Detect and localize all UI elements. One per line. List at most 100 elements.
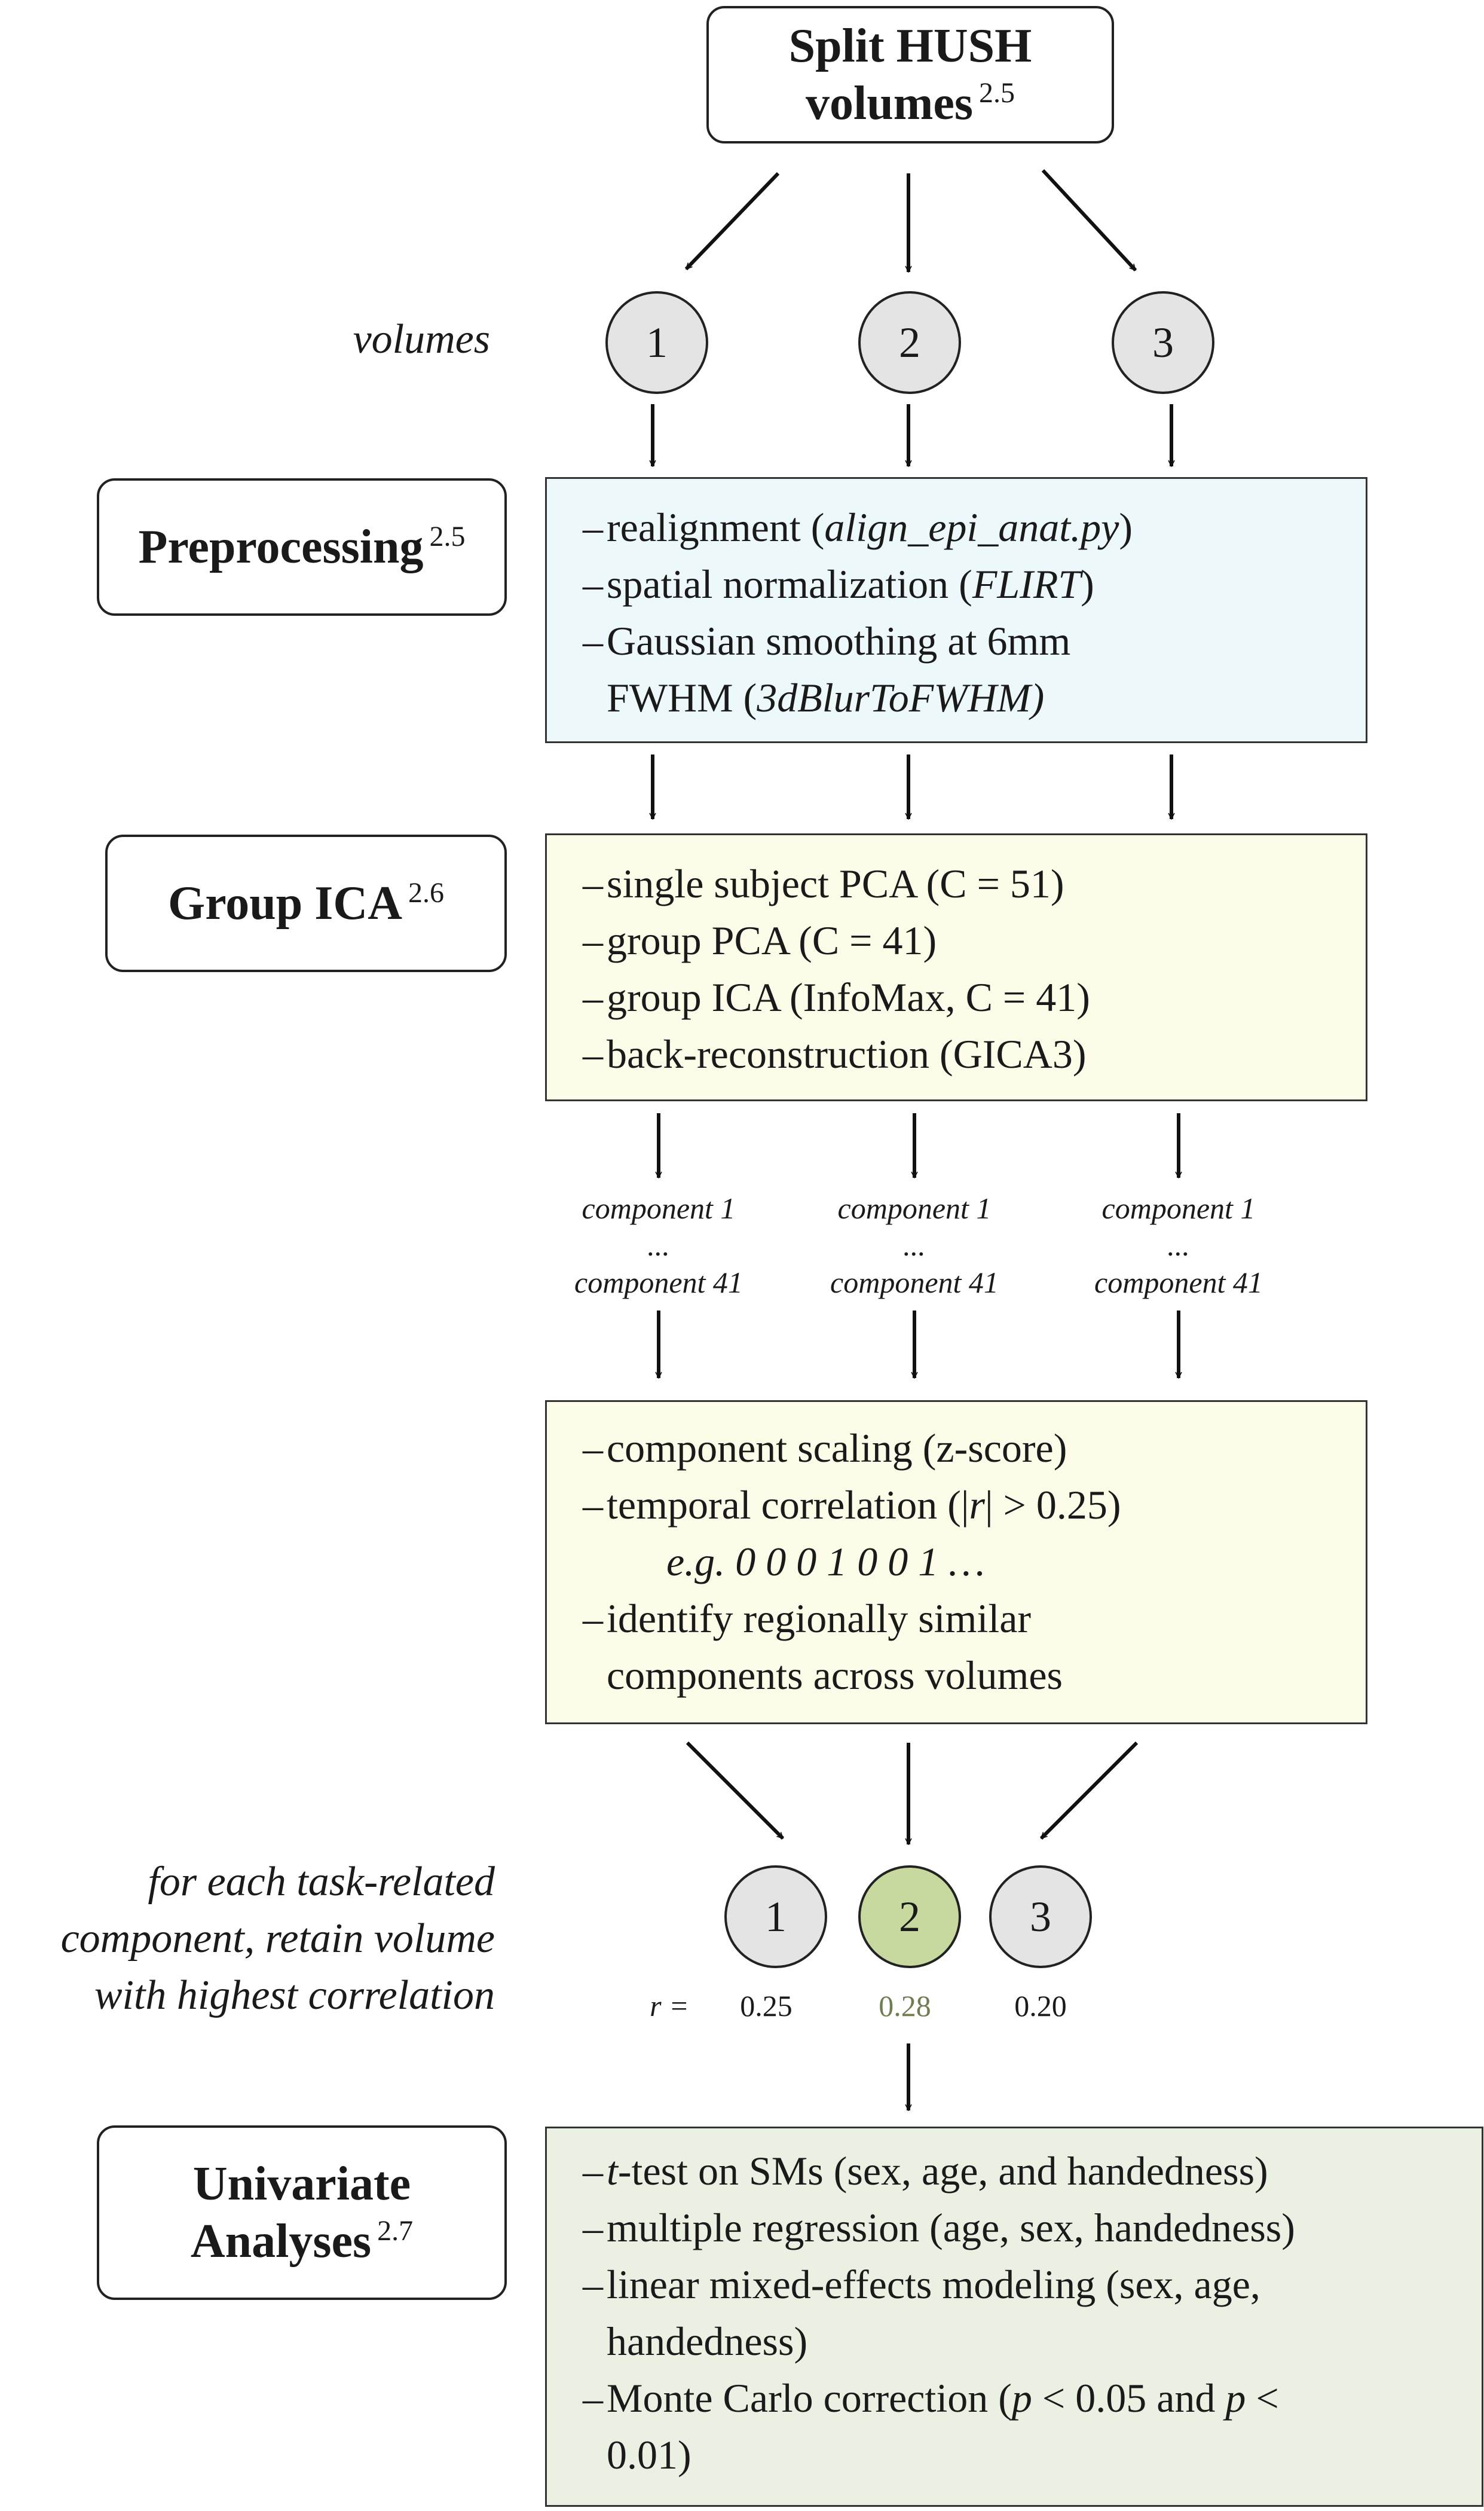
component-list-1: component 1 ... component 41 [563, 1190, 754, 1301]
bullet-dash: – [583, 561, 603, 607]
component-matching-box: –component scaling (z-score) –temporal c… [545, 1400, 1367, 1724]
bullet-dash: – [583, 2262, 603, 2307]
preproc-item-end: ) [1119, 505, 1133, 550]
group-ica-word: Group ICA [168, 877, 402, 930]
uni-item-montecarlo: –Monte Carlo correction (p < 0.05 and p … [547, 2370, 1482, 2427]
group-ica-steps-box: –single subject PCA (C = 51) –group PCA … [545, 833, 1367, 1101]
match-example-sequence: 0 0 0 1 0 0 1 … [735, 1539, 985, 1584]
uni-item-mixed-line2: handedness) [547, 2313, 1482, 2370]
univariate-steps-box: –t-test on SMs (sex, age, and handedness… [545, 2127, 1483, 2507]
r-value-2-selected: 0.28 [879, 1989, 931, 2023]
component-first: component 1 [1101, 1192, 1256, 1225]
bullet-dash: – [583, 1482, 603, 1528]
volume-circle-3: 3 [1112, 291, 1214, 394]
selection-circle-2-selected: 2 [858, 1865, 961, 1968]
arrow-split-to-vol3 [1041, 169, 1137, 272]
preproc-item-tool: FLIRT [972, 561, 1081, 607]
bullet-dash: – [583, 975, 603, 1020]
component-first: component 1 [837, 1192, 992, 1225]
bullet-dash: – [583, 2375, 603, 2421]
retain-note-line: with highest correlation [94, 1972, 495, 2018]
match-item-text: components across volumes [607, 1652, 1063, 1698]
volumes-label: volumes [353, 316, 490, 362]
preprocessing-ref: 2.5 [429, 521, 466, 552]
bullet-dash: – [583, 2205, 603, 2250]
r-equals-label: r = [650, 1989, 689, 2023]
match-item-identify: –identify regionally similar [547, 1590, 1366, 1647]
univariate-ref: 2.7 [377, 2215, 414, 2247]
component-ellipsis: ... [903, 1229, 926, 1262]
preproc-item-normalization: –spatial normalization (FLIRT) [547, 556, 1366, 613]
uni-item-text: handedness) [607, 2318, 808, 2364]
uni-item-mixed: –linear mixed-effects modeling (sex, age… [547, 2256, 1482, 2313]
preproc-item-smoothing-line2: FWHM (3dBlurToFWHM) [547, 670, 1366, 726]
r-value-3: 0.20 [1014, 1989, 1067, 2023]
volume-circle-1: 1 [605, 291, 708, 394]
volume-circle-2: 2 [858, 291, 961, 394]
preproc-item-text: Gaussian smoothing at 6mm [607, 618, 1071, 664]
split-volumes-ref: 2.5 [979, 77, 1015, 109]
match-item-scaling: –component scaling (z-score) [547, 1420, 1366, 1477]
bullet-dash: – [583, 1031, 603, 1077]
uni-t-variable: t [607, 2148, 618, 2194]
ica-item-text: single subject PCA (C = 51) [607, 861, 1064, 906]
uni-item-text: < 0.05 and [1032, 2375, 1226, 2421]
ica-item: –single subject PCA (C = 51) [547, 856, 1366, 912]
ica-item: –group ICA (InfoMax, C = 41) [547, 969, 1366, 1026]
match-item-text: | > 0.25) [984, 1482, 1121, 1528]
uni-p-variable: p [1011, 2375, 1032, 2421]
preproc-item-smoothing: –Gaussian smoothing at 6mm [547, 613, 1366, 670]
ica-item-text: back-reconstruction (GICA3) [607, 1031, 1087, 1077]
preproc-item-text: FWHM ( [607, 675, 757, 720]
uni-item-text: -test on SMs (sex, age, and handedness) [617, 2148, 1268, 2194]
match-r-variable: r [969, 1482, 985, 1528]
selection-circle-1: 1 [724, 1865, 827, 1968]
arrow-match-to-sel1 [686, 1741, 785, 1840]
bullet-dash: – [583, 618, 603, 664]
uni-item-text: multiple regression (age, sex, handednes… [607, 2205, 1295, 2250]
preprocessing-steps-box: –realignment (align_epi_anat.py) –spatia… [545, 477, 1367, 743]
uni-item-text: 0.01) [607, 2432, 691, 2478]
uni-p-variable: p [1225, 2375, 1246, 2421]
component-ellipsis: ... [647, 1229, 670, 1262]
match-example-prefix: e.g. [666, 1539, 726, 1584]
component-last: component 41 [1094, 1266, 1263, 1299]
group-ica-ref: 2.6 [408, 877, 444, 909]
uni-item-regression: –multiple regression (age, sex, handedne… [547, 2200, 1482, 2256]
selection-circle-3: 3 [989, 1865, 1092, 1968]
uni-item-text: linear mixed-effects modeling (sex, age, [607, 2262, 1260, 2307]
bullet-dash: – [583, 918, 603, 963]
retain-note-line: for each task-related [148, 1859, 495, 1905]
retain-note: for each task-related component, retain … [0, 1853, 495, 2024]
preproc-item-realignment: –realignment (align_epi_anat.py) [547, 499, 1366, 556]
bullet-dash: – [583, 861, 603, 906]
ica-item-text: group ICA (InfoMax, C = 41) [607, 975, 1090, 1020]
uni-item-text: Monte Carlo correction ( [607, 2375, 1012, 2421]
retain-note-line: component, retain volume [60, 1916, 495, 1962]
ica-item-text: group PCA (C = 41) [607, 918, 937, 963]
ica-item: –group PCA (C = 41) [547, 912, 1366, 969]
match-item-text: identify regionally similar [607, 1596, 1032, 1641]
match-item-text: component scaling (z-score) [607, 1425, 1067, 1471]
component-list-2: component 1 ... component 41 [819, 1190, 1010, 1301]
split-volumes-title: Split HUSH [788, 20, 1032, 72]
bullet-dash: – [583, 505, 603, 550]
arrow-match-to-sel3 [1039, 1741, 1139, 1840]
split-volumes-word: volumes [806, 77, 973, 130]
ica-item: –back-reconstruction (GICA3) [547, 1026, 1366, 1083]
uni-item-montecarlo-line2: 0.01) [547, 2427, 1482, 2483]
preproc-item-tool: 3dBlurToFWHM) [757, 675, 1045, 720]
preproc-item-tool: align_epi_anat.py [824, 505, 1119, 550]
match-item-text: temporal correlation (| [607, 1482, 969, 1528]
component-first: component 1 [582, 1192, 736, 1225]
r-value-1: 0.25 [740, 1989, 793, 2023]
preproc-item-text: spatial normalization ( [607, 561, 972, 607]
uni-item-text: < [1246, 2375, 1279, 2421]
component-list-3: component 1 ... component 41 [1083, 1190, 1274, 1301]
